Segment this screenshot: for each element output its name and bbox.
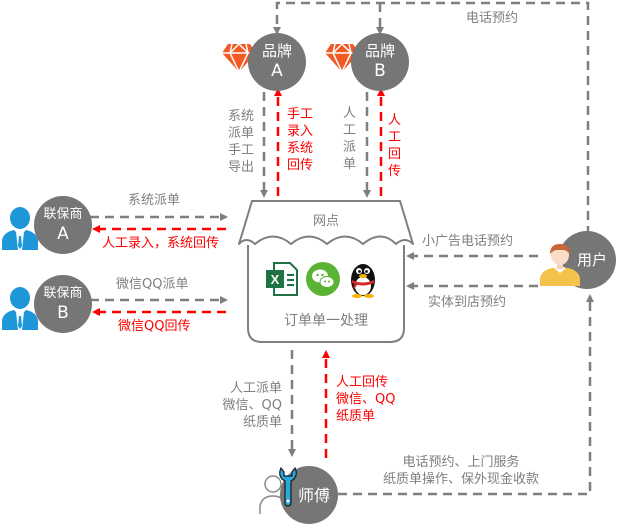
outlet-node[interactable]: 网点 X 订单单一处理 [240,200,412,343]
brand-a-letter: A [271,61,283,81]
label-user-ad-call: 小广告电话预约 [422,234,514,249]
outlet-title: 网点 [312,214,339,229]
label-tech-to-outlet-line3: 纸质单 [336,409,376,424]
label-outlet-to-tech: 人工派单 微信、QQ 纸质单 [216,380,282,431]
label-tech-to-user: 电话预约、上门服务 纸质单操作、保外现金收款 [356,454,566,488]
technician-label: 师傅 [297,485,330,505]
label-agent-a-left: 人工录入，系统回传 [102,236,220,251]
label-outlet-to-tech-line1: 人工派单 [229,381,282,396]
agent-a-node[interactable]: 联保商 A [34,196,92,254]
edge-tech-to-user [338,294,594,496]
businessman-icon [2,286,38,330]
label-agent-a-right: 系统派单 [128,193,181,208]
label-user-walkin: 实体到店预约 [428,295,507,310]
label-tech-to-outlet-line2: 微信、QQ [336,392,396,407]
label-brand-a-up: 手工录入系统回传 [287,107,314,173]
svg-text:X: X [271,272,280,287]
businessman-icon [2,206,38,250]
qq-penguin-icon [347,260,379,298]
label-outlet-to-tech-line2: 微信、QQ [222,398,282,413]
edge-user-to-brands [273,1,590,235]
brand-a-node[interactable]: 品牌 A [248,33,306,91]
agent-b-label: 联保商 [43,286,83,301]
label-tech-to-user-line1: 电话预约、上门服务 [402,455,520,470]
brand-b-node[interactable]: 品牌 B [351,33,409,91]
wrench-icon [278,466,298,508]
agent-a-letter: A [57,224,69,244]
label-brand-b-up: 人工回传 [388,113,402,179]
agent-a-label: 联保商 [43,207,83,222]
brand-a-label: 品牌 [261,42,292,60]
label-tech-to-outlet: 人工回传 微信、QQ 纸质单 [336,374,395,425]
label-brand-a-down: 系统派单手工导出 [227,109,254,175]
brand-b-label: 品牌 [364,42,395,60]
agent-b-node[interactable]: 联保商 B [34,275,92,333]
label-agent-b-left: 微信QQ回传 [118,319,191,334]
wechat-icon [306,262,340,296]
label-outlet-to-tech-line3: 纸质单 [242,415,282,430]
person-icon [540,240,580,286]
excel-icon: X [266,262,298,296]
label-brand-b-down: 人工派单 [343,106,357,172]
label-agent-b-right: 微信QQ派单 [116,277,189,292]
agent-b-letter: B [57,303,69,323]
label-tech-to-outlet-line1: 人工回传 [336,375,389,390]
label-user-to-brands: 电话预约 [466,11,519,26]
brand-b-letter: B [374,61,386,81]
label-tech-to-user-line2: 纸质单操作、保外现金收款 [382,472,539,487]
user-label: 用户 [576,250,607,269]
outlet-caption: 订单单一处理 [284,313,368,329]
